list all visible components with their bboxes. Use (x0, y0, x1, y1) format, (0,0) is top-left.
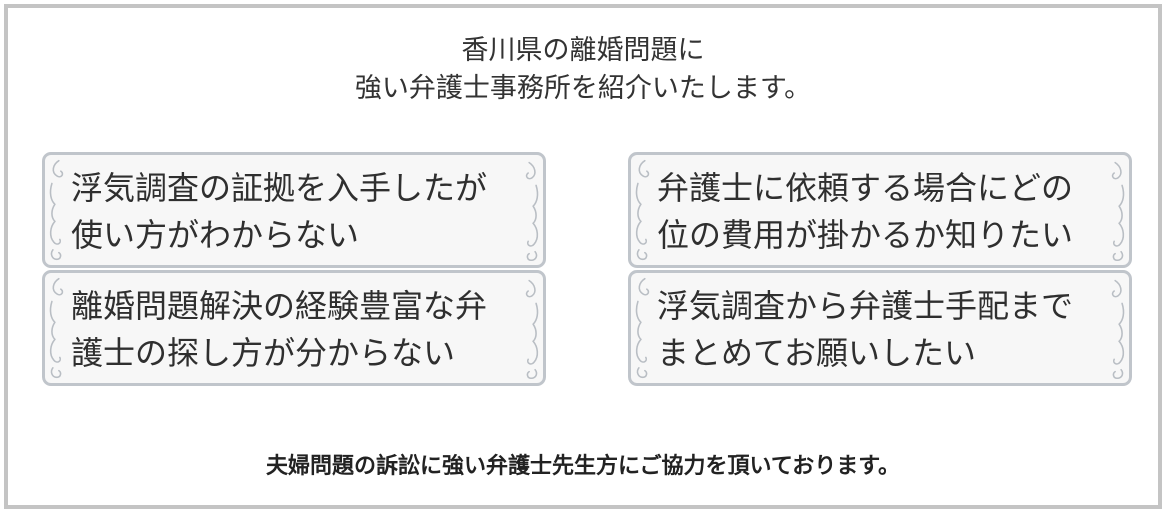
corner-scroll-flourish-icon (635, 277, 1125, 380)
corner-scroll-flourish-icon (49, 159, 539, 262)
page-title: 香川県の離婚問題に 強い弁護士事務所を紹介いたします。 (8, 32, 1158, 108)
corner-scroll-flourish-icon (49, 277, 539, 380)
cooperation-note: 夫婦問題の訴訟に強い弁護士先生方にご協力を頂いております。 (265, 454, 901, 479)
title-line-2: 強い弁護士事務所を紹介いたします。 (354, 73, 812, 104)
corner-scroll-flourish-icon (635, 159, 1125, 262)
concern-line-2: 位の費用が掛かるか知りたい (657, 216, 1074, 254)
concern-line-1: 弁護士に依頼する場合にどの (657, 169, 1074, 207)
concern-line-2: まとめてお願いしたい (657, 334, 977, 372)
concern-line-2: 護士の探し方が分からない (71, 334, 456, 372)
concern-line-2: 使い方がわからない (71, 216, 360, 254)
concern-text: 弁護士に依頼する場合にどの 位の費用が掛かるか知りたい (657, 165, 1107, 259)
concern-line-1: 離婚問題解決の経験豊富な弁 (71, 287, 488, 325)
concern-card-3: 離婚問題解決の経験豊富な弁 護士の探し方が分からない (42, 270, 546, 386)
concern-line-1: 浮気調査から弁護士手配まで (657, 287, 1074, 325)
concern-text: 浮気調査の証拠を入手したが 使い方がわからない (71, 165, 521, 259)
concern-text: 浮気調査から弁護士手配まで まとめてお願いしたい (657, 283, 1107, 377)
concern-card-4: 浮気調査から弁護士手配まで まとめてお願いしたい (628, 270, 1132, 386)
title-line-1: 香川県の離婚問題に (461, 35, 705, 66)
info-panel: 香川県の離婚問題に 強い弁護士事務所を紹介いたします。 浮気調査の証拠を入手した… (4, 4, 1162, 509)
concern-text: 離婚問題解決の経験豊富な弁 護士の探し方が分からない (71, 283, 521, 377)
concern-card-1: 浮気調査の証拠を入手したが 使い方がわからない (42, 152, 546, 268)
concern-line-1: 浮気調査の証拠を入手したが (71, 169, 488, 207)
concern-card-2: 弁護士に依頼する場合にどの 位の費用が掛かるか知りたい (628, 152, 1132, 268)
